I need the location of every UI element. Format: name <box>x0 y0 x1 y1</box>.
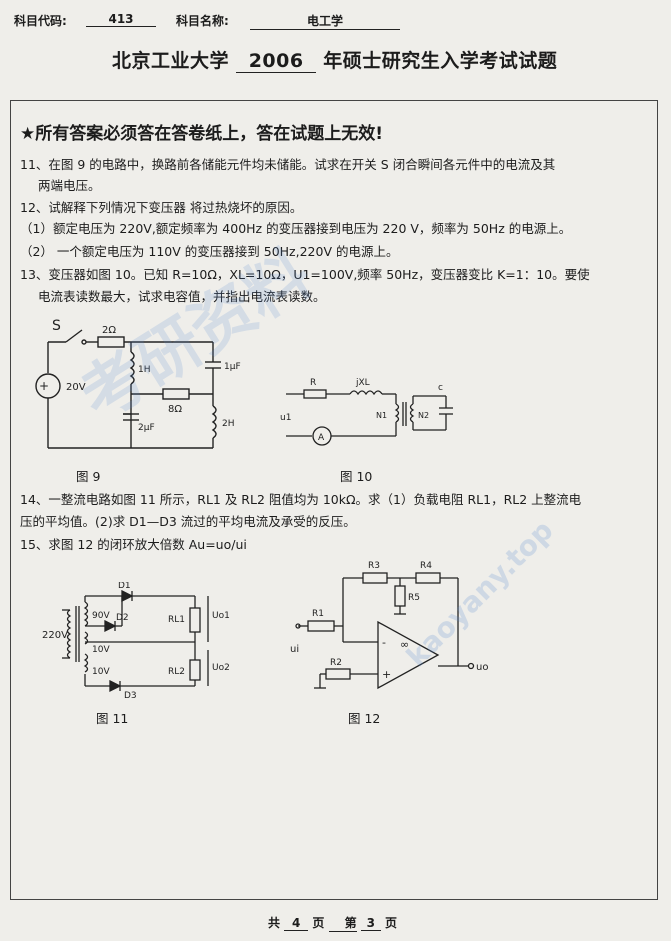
fig11-d3-label: D3 <box>124 691 137 701</box>
fig11-rl1-label: RL1 <box>168 615 185 625</box>
fig12-uo-label: uo <box>476 662 488 673</box>
figure-9-circuit: + S 2Ω 20V 1H 1μF 8Ω 2μF 2H <box>35 318 241 449</box>
fig12-r3-label: R3 <box>368 561 380 571</box>
fig9-r-mid-label: 8Ω <box>168 404 182 415</box>
page-title: 北京工业大学 2006 年硕士研究生入学考试试题 <box>112 46 557 73</box>
fig11-uo2-label: Uo2 <box>212 663 230 673</box>
fig9-l1-label: 1H <box>138 365 151 375</box>
fig12-plus-label: + <box>382 668 391 681</box>
subject-name-value: 电工学 <box>250 12 400 30</box>
figure-12-circuit: R3 R4 R5 R1 R2 ui uo ∞ - + <box>290 561 488 690</box>
fig11-90v-label: 90V <box>92 611 110 621</box>
figure-9-caption: 图 9 <box>76 469 101 484</box>
fig9-switch-label: S <box>52 318 61 334</box>
footer-total: 4 <box>284 916 309 931</box>
fig9-l2-label: 2H <box>222 419 235 429</box>
footer-gong: 共 <box>268 916 281 930</box>
fig11-d2-label: D2 <box>116 613 129 623</box>
question-14-line1: 14、一整流电路如图 11 所示，RL1 及 RL2 阻值均为 10kΩ。求（1… <box>20 492 582 507</box>
footer-di: 第 <box>328 914 357 932</box>
question-12: 12、试解释下列情况下变压器 将过热烧坏的原因。 <box>20 200 303 215</box>
fig12-r4-label: R4 <box>420 561 432 571</box>
page-footer: 共 4 页 第 3 页 <box>268 914 397 932</box>
fig12-inf-label: ∞ <box>400 638 409 651</box>
fig11-uo1-label: Uo1 <box>212 611 230 621</box>
fig10-meter-label: A <box>318 433 325 443</box>
fig9-c1-label: 1μF <box>224 362 241 372</box>
svg-text:+: + <box>39 379 49 393</box>
subject-code-value: 413 <box>86 12 156 27</box>
subject-name-label: 科目名称: <box>176 14 229 28</box>
title-rest: 年硕士研究生入学考试试题 <box>323 50 558 72</box>
fig11-rl2-label: RL2 <box>168 667 185 677</box>
fig11-10v-b-label: 10V <box>92 667 110 677</box>
fig11-220v-label: 220V <box>42 630 68 641</box>
fig10-u1-label: u1 <box>280 413 291 423</box>
fig12-r5-label: R5 <box>408 593 420 603</box>
title-university: 北京工业大学 <box>112 50 230 72</box>
fig9-c2-label: 2μF <box>138 423 155 433</box>
subject-code-label: 科目代码: <box>14 14 67 28</box>
question-12-1: （1）额定电压为 220V,额定频率为 400Hz 的变压器接到电压为 220 … <box>20 221 572 236</box>
question-15: 15、求图 12 的闭环放大倍数 Au=uo/ui <box>20 537 247 552</box>
figure-12-caption: 图 12 <box>348 711 381 726</box>
figure-11-caption: 图 11 <box>96 711 129 726</box>
fig9-source-label: 20V <box>66 382 86 393</box>
fig12-ui-label: ui <box>290 644 299 655</box>
fig10-x-label: jXL <box>355 378 370 388</box>
title-year: 2006 <box>236 50 317 73</box>
fig12-r1-label: R1 <box>312 609 324 619</box>
fig10-n1-label: N1 <box>376 411 387 420</box>
footer-ye2: 页 <box>384 916 397 930</box>
fig12-minus-label: - <box>382 636 386 649</box>
question-14-line2: 压的平均值。(2)求 D1—D3 流过的平均电流及承受的反压。 <box>20 514 356 529</box>
fig11-d1-label: D1 <box>118 582 131 591</box>
figure-10-circuit: R jXL N1 N2 c u1 A <box>280 378 453 446</box>
figure-10-caption: 图 10 <box>340 469 373 484</box>
fig12-r2-label: R2 <box>330 658 342 668</box>
fig10-r-label: R <box>310 378 316 388</box>
answer-frame <box>10 100 658 900</box>
footer-ye1: 页 <box>312 916 325 930</box>
fig10-n2-label: N2 <box>418 411 429 420</box>
question-12-2: （2） 一个额定电压为 110V 的变压器接到 50Hz,220V 的电源上。 <box>20 244 399 259</box>
fig9-r-top-label: 2Ω <box>102 325 116 336</box>
footer-page: 3 <box>360 916 381 931</box>
question-11-line1: 11、在图 9 的电路中，换路前各储能元件均未储能。试求在开关 S 闭合瞬间各元… <box>20 157 556 172</box>
question-13-line2: 电流表读数最大，试求电容值，并指出电流表读数。 <box>38 289 326 304</box>
question-11-line2: 两端电压。 <box>38 178 101 193</box>
notice: ★所有答案必须答在答卷纸上，答在试题上无效! <box>20 124 383 144</box>
fig10-c-label: c <box>438 383 443 393</box>
figure-11-circuit: 220V 90V 10V 10V D1 D2 D3 RL1 RL2 Uo1 Uo… <box>42 582 230 701</box>
question-13-line1: 13、变压器如图 10。已知 R=10Ω，XL=10Ω，U1=100V,频率 5… <box>20 267 590 282</box>
fig11-10v-a-label: 10V <box>92 645 110 655</box>
